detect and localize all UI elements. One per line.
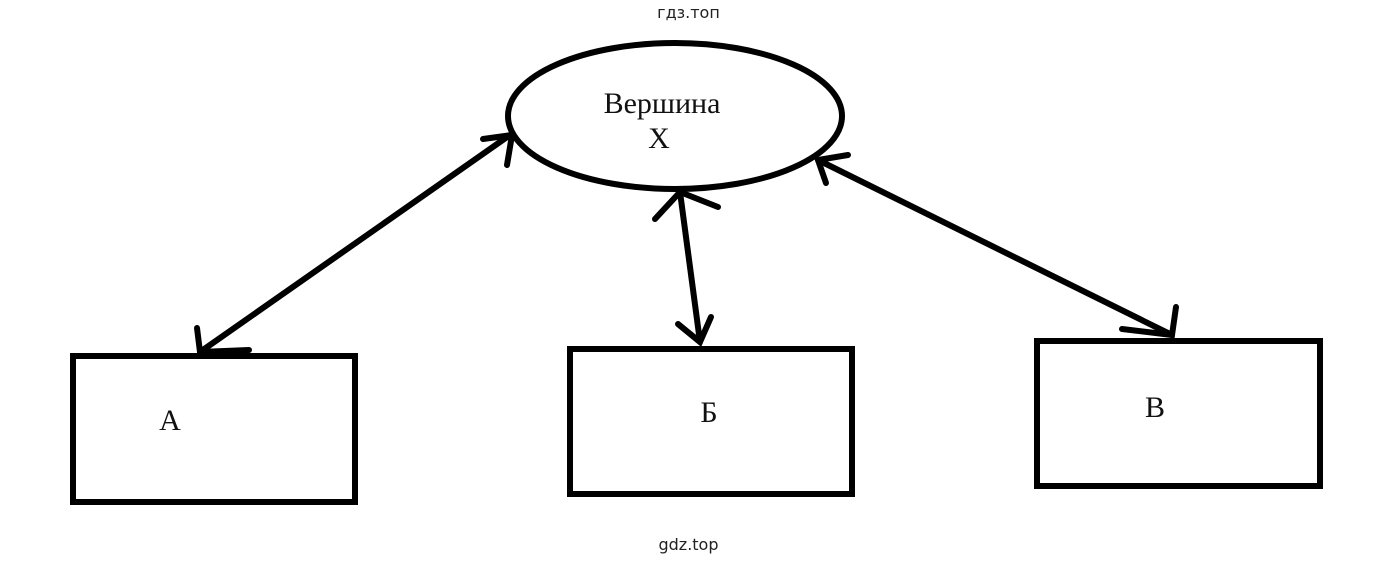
node-b: Б xyxy=(567,346,855,497)
root-label-line1: Вершина xyxy=(604,87,721,120)
connection-root-a xyxy=(194,131,516,356)
connection-root-v xyxy=(813,152,1179,339)
node-v-box xyxy=(1034,338,1323,489)
connections xyxy=(194,131,1179,356)
root-ellipse xyxy=(505,40,845,192)
watermark-top: гдз.топ xyxy=(657,3,720,22)
node-b-label: Б xyxy=(700,396,717,429)
node-root: Вершина X xyxy=(505,40,845,192)
connection-root-b xyxy=(652,188,721,347)
node-a: А xyxy=(70,353,358,505)
node-v: В xyxy=(1034,338,1323,489)
node-a-label: А xyxy=(159,404,181,437)
root-label-line2: X xyxy=(648,122,670,155)
watermark-bottom: gdz.top xyxy=(658,535,719,554)
node-a-box xyxy=(70,353,358,505)
node-v-label: В xyxy=(1145,391,1165,424)
node-b-box xyxy=(567,346,855,497)
